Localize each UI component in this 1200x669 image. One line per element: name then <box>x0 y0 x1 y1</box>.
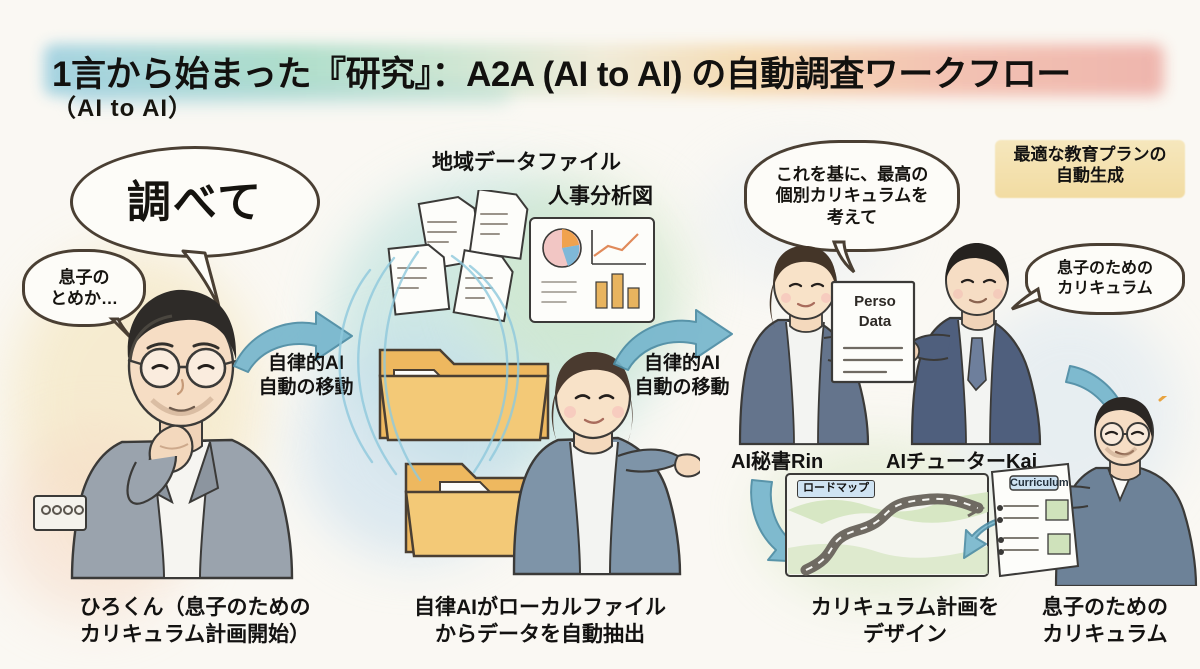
floating-documents-group <box>387 190 529 323</box>
person-analyst-illustration <box>512 352 700 576</box>
person-hiro-illustration <box>70 289 294 580</box>
speech-bubble-curriculum-request-text: これを基に、最高の 個別カリキュラムを 考えて <box>775 165 929 227</box>
label-regional-data-files: 地域データファイル <box>432 151 621 174</box>
title-highlight-band-sub <box>70 84 510 104</box>
speech-bubble-son: 息子の とめか… <box>22 249 146 327</box>
caption-panel-curriculum: 息子のための カリキュラム <box>1042 596 1168 647</box>
person-kai-illustration <box>900 243 1042 446</box>
speech-bubble-research: 調べて <box>70 146 320 258</box>
curriculum-sheet-label: Curriculum <box>1010 477 1069 489</box>
roadmap-label-chip: ロードマップ <box>797 480 875 498</box>
speech-bubble-son-curriculum: 息子のための カリキュラム <box>1025 243 1185 315</box>
caption-panel-hiro: ひろくん（息子のための カリキュラム計画開始） <box>79 596 311 647</box>
arrow-label-1: 自律的AI 自動の移動 <box>258 353 354 398</box>
page-subtitle: （AI to AI） <box>52 95 194 122</box>
document-perso-data-label: Perso Data <box>854 293 896 331</box>
person-rin-illustration <box>738 246 882 446</box>
speech-bubble-curriculum-request: これを基に、最高の 個別カリキュラムを 考えて <box>744 140 960 252</box>
caption-panel-design: カリキュラム計画を デザイン <box>810 596 1000 647</box>
arrow-label-2: 自律的AI 自動の移動 <box>634 353 730 398</box>
page-title: 1言から始まった『研究』：A2A (AI to AI) の自動調査ワークフロー <box>52 55 1071 94</box>
label-hr-analysis-chart: 人事分析図 <box>548 185 653 208</box>
speech-bubble-son-curriculum-text: 息子のための カリキュラム <box>1056 260 1153 297</box>
speech-bubble-research-text: 調べて <box>126 177 264 227</box>
highlight-optimal-plan-text: 最適な教育プランの 自動生成 <box>1013 145 1167 186</box>
label-agent-rin: AI秘書Rin <box>731 451 824 473</box>
person-curriculum-reader-illustration <box>1021 396 1198 586</box>
caption-panel-files: 自律AIがローカルファイル からデータを自動抽出 <box>414 596 666 647</box>
highlight-optimal-plan <box>995 140 1185 198</box>
analysis-chart-card <box>529 217 655 323</box>
label-agent-kai: AIチューターKai <box>886 451 1038 473</box>
speech-bubble-son-text: 息子の とめか… <box>50 267 118 308</box>
